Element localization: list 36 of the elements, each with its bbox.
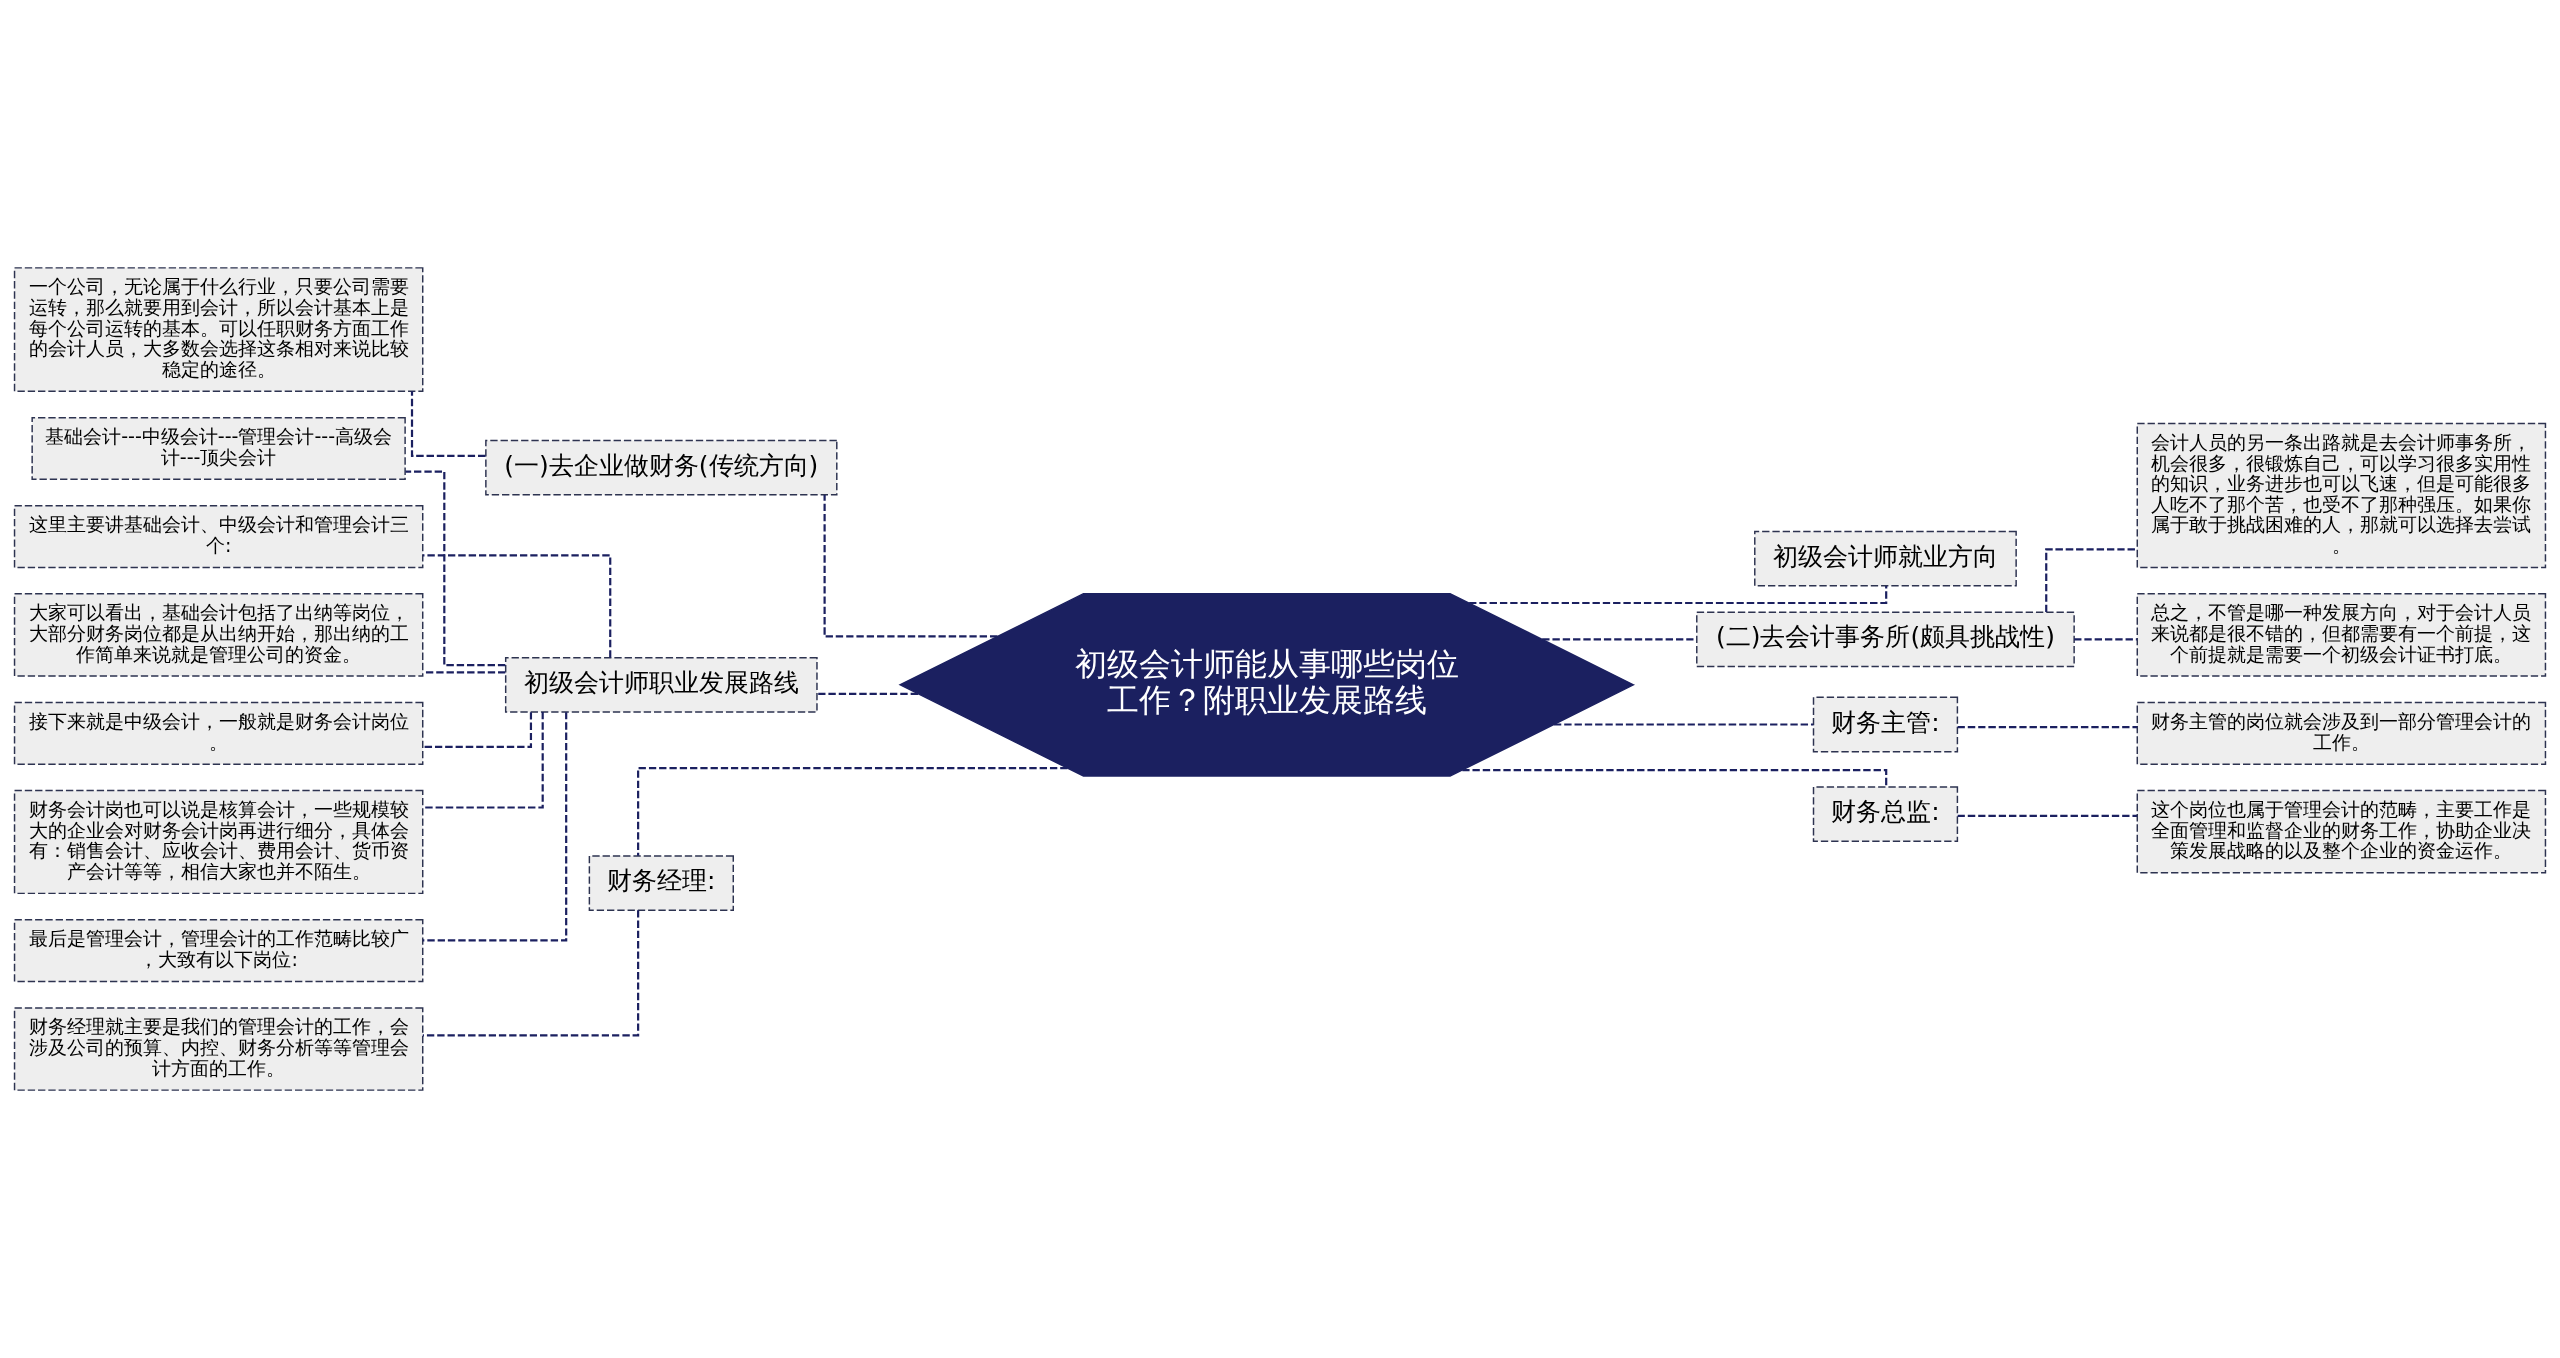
- connector: [422, 910, 640, 1037]
- node-box: 财务主管:: [1812, 696, 1959, 753]
- connector: [405, 470, 506, 667]
- node-box: 会计人员的另一条出路就是去会计师事务所，机会很多，很锻炼自己，可以学习很多实用性的知识，业务进步也可以飞速，但是可能很多人吃不了那个苦，也受不了那种强压。如果你属于敢于挑战困难的人，那就可以选择去尝试。: [2136, 422, 2547, 569]
- connector: [1957, 726, 2138, 729]
- connector: [422, 712, 544, 809]
- node-box: 初级会计师就业方向: [1754, 530, 2017, 587]
- node-box: 接下来就是中级会计，一般就是财务会计岗位。: [13, 701, 424, 765]
- node-box: 财务经理就主要是我们的管理会计的工作，会涉及公司的预算、内控、财务分析等等管理会计方面的工作。: [13, 1007, 424, 1091]
- node-box: 财务会计岗也可以说是核算会计，一些规模较大的企业会对财务会计岗再进行细分，具体会有：销售会计、应收会计、费用会计、货币资产会计等等，相信大家也并不陌生。: [13, 789, 424, 895]
- connector: [410, 391, 486, 458]
- connector: [1462, 769, 1888, 787]
- connector: [2074, 638, 2137, 641]
- node-box: 财务主管的岗位就会涉及到一部分管理会计的工作。: [2136, 701, 2547, 765]
- node-box: 初级会计师职业发展路线: [504, 656, 818, 713]
- connector: [1957, 814, 2138, 817]
- connector: [2045, 548, 2138, 612]
- node-box: 财务经理:: [588, 855, 734, 911]
- connector: [1553, 723, 1814, 726]
- connector: [637, 767, 1068, 856]
- node-box: 最后是管理会计，管理会计的工作范畴比较广，大致有以下岗位:: [13, 919, 424, 983]
- node-box: (二)去会计事务所(颇具挑战性): [1696, 611, 2075, 668]
- connector: [422, 712, 568, 942]
- connector: [1469, 585, 1888, 605]
- node-box: 总之，不管是哪一种发展方向，对于会计人员来说都是很不错的，但都需要有一个前提，这个前提就是需要一个初级会计证书打底。: [2136, 593, 2547, 677]
- node-box: 这里主要讲基础会计、中级会计和管理会计三个:: [13, 505, 424, 569]
- node-box: 基础会计---中级会计---管理会计---高级会计---顶尖会计: [31, 416, 406, 481]
- connector: [817, 692, 919, 696]
- connector: [823, 495, 998, 638]
- node-box: 大家可以看出，基础会计包括了出纳等岗位，大部分财务岗位都是从出纳开始，那出纳的工作简单来说就是管理公司的资金。: [13, 593, 424, 677]
- connector: [423, 712, 533, 748]
- node-box: (一)去企业做财务(传统方向): [485, 439, 838, 496]
- node-box: 财务总监:: [1812, 786, 1959, 842]
- node-box: 一个公司，无论属于什么行业，只要公司需要运转，那么就要用到会计，所以会计基本上是每个公司运转的基本。可以任职财务方面工作的会计人员，大多数会选择这条相对来说比较稳定的途径。: [13, 267, 424, 392]
- connector: [423, 554, 612, 658]
- node-box: 这个岗位也属于管理会计的范畴，主要工作是全面管理和监督企业的财务工作，协助企业决策发展战略的以及整个企业的资金运作。: [2136, 789, 2547, 874]
